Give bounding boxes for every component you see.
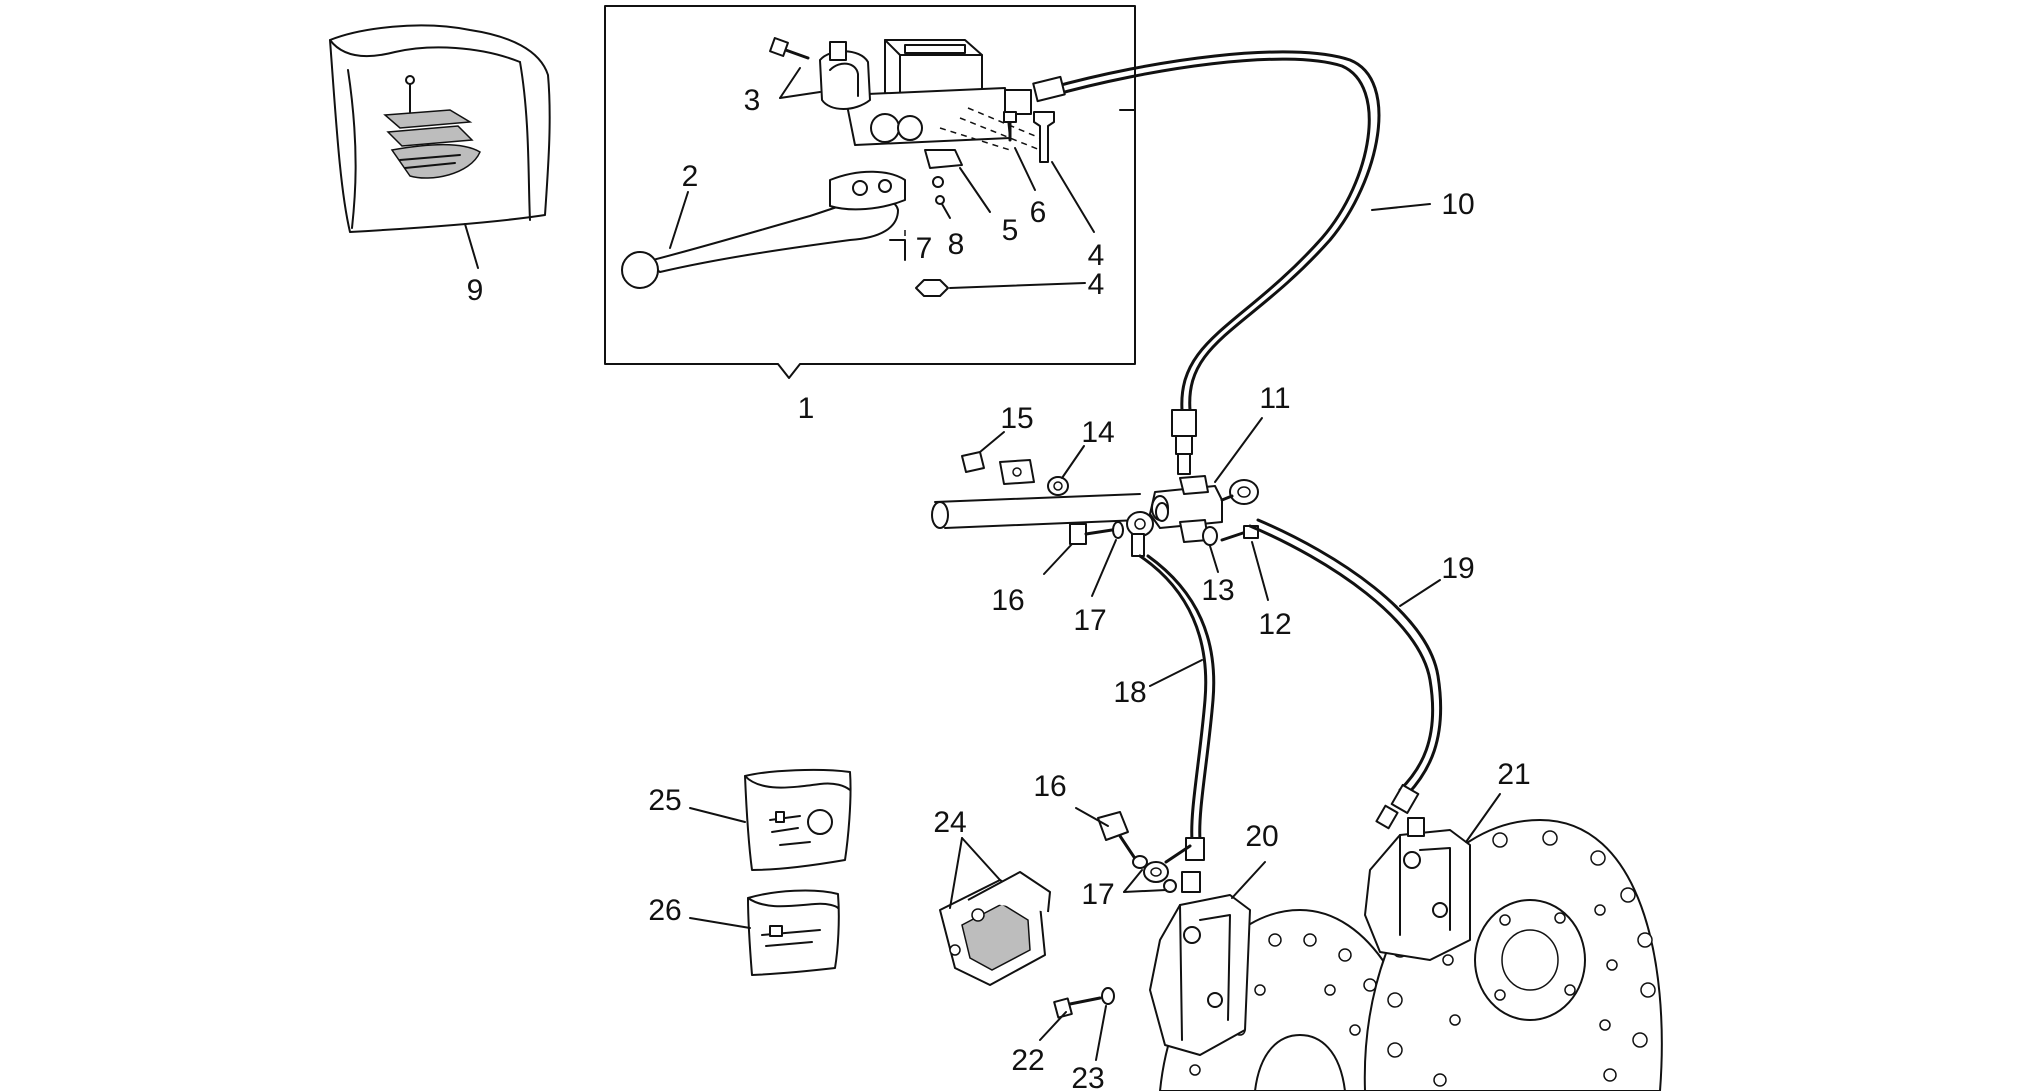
leader-19	[1399, 579, 1441, 607]
part-9-repair-kit-bag	[329, 24, 551, 233]
callout-13: 13	[1201, 574, 1234, 607]
callout-15: 15	[1000, 402, 1033, 435]
leader-16-lower	[1075, 807, 1109, 827]
leader-17-upper	[1091, 539, 1117, 597]
leader-17-lower-a	[1123, 869, 1143, 893]
callout-18: 18	[1113, 676, 1146, 709]
callout-24: 24	[933, 806, 966, 839]
part-24-brake-pads	[939, 871, 1051, 986]
leader-17-lower-b	[1123, 889, 1167, 893]
callout-3: 3	[744, 84, 761, 117]
callout-8: 8	[948, 228, 965, 261]
leader-14	[1061, 445, 1085, 479]
leader-15	[979, 431, 1005, 453]
callout-14: 14	[1081, 416, 1114, 449]
leader-21	[1465, 793, 1501, 843]
leader-3b	[779, 67, 801, 99]
leader-4a	[1051, 161, 1095, 233]
part-21-right-caliper	[1364, 817, 1471, 961]
callout-16-lower: 16	[1033, 770, 1066, 803]
leader-4b	[949, 282, 1086, 289]
leader-9	[464, 223, 479, 269]
callout-9: 9	[467, 274, 484, 307]
leader-2	[669, 191, 689, 249]
callout-12: 12	[1258, 608, 1291, 641]
callout-11: 11	[1259, 382, 1290, 415]
part-12-13-bolt-washer	[1202, 525, 1259, 546]
leader-11	[1214, 417, 1263, 483]
leader-5	[959, 167, 991, 213]
callout-17-upper: 17	[1073, 604, 1106, 637]
callout-23: 23	[1071, 1062, 1104, 1091]
part-18-left-brake-hose	[1138, 554, 1216, 861]
part-22-23-bolt-washer	[1053, 987, 1115, 1019]
leader-13	[1209, 545, 1219, 573]
callout-26: 26	[648, 894, 681, 927]
leader-18	[1149, 659, 1203, 687]
callout-5: 5	[1002, 214, 1019, 247]
leader-24a	[949, 837, 963, 909]
leader-8	[941, 203, 951, 219]
leader-16-upper	[1043, 543, 1073, 575]
callout-25: 25	[648, 784, 681, 817]
callout-16-upper: 16	[991, 584, 1024, 617]
part-1-master-cylinder-box	[604, 5, 1136, 379]
callout-4-lower: 4	[1088, 268, 1105, 301]
callout-10: 10	[1441, 188, 1474, 221]
callout-1: 1	[798, 392, 815, 425]
leader-3	[779, 91, 821, 99]
part-19-right-brake-hose	[1248, 518, 1443, 830]
callout-7: 7	[916, 232, 933, 265]
leader-24b	[961, 837, 1001, 881]
part-14-15-pipe-clamp	[931, 451, 1141, 529]
leader-22	[1039, 1011, 1067, 1041]
leader-12	[1251, 541, 1269, 601]
callout-20: 20	[1245, 820, 1278, 853]
part-25-kit-bag	[744, 768, 852, 871]
callout-17-lower: 17	[1081, 878, 1114, 911]
part-26-kit-bag	[747, 889, 840, 976]
part-16-17-banjo-lower	[1097, 811, 1192, 893]
leader-20	[1231, 861, 1266, 899]
part-11-three-way-union	[1149, 475, 1259, 543]
callout-6: 6	[1030, 196, 1047, 229]
leader-25	[689, 807, 746, 823]
callout-4-upper: 4	[1088, 239, 1105, 272]
leader-10	[1371, 203, 1431, 211]
callout-21: 21	[1497, 758, 1530, 791]
callout-22: 22	[1011, 1044, 1044, 1077]
part-20-left-caliper	[1149, 871, 1251, 1056]
callout-19: 19	[1441, 552, 1474, 585]
part-16-17-banjo-upper	[1069, 502, 1169, 557]
leader-26	[689, 917, 751, 929]
leader-6	[1014, 147, 1036, 191]
leader-23	[1095, 1005, 1107, 1061]
callout-2: 2	[682, 160, 699, 193]
part-10-upper-brake-hose	[1032, 50, 1381, 475]
